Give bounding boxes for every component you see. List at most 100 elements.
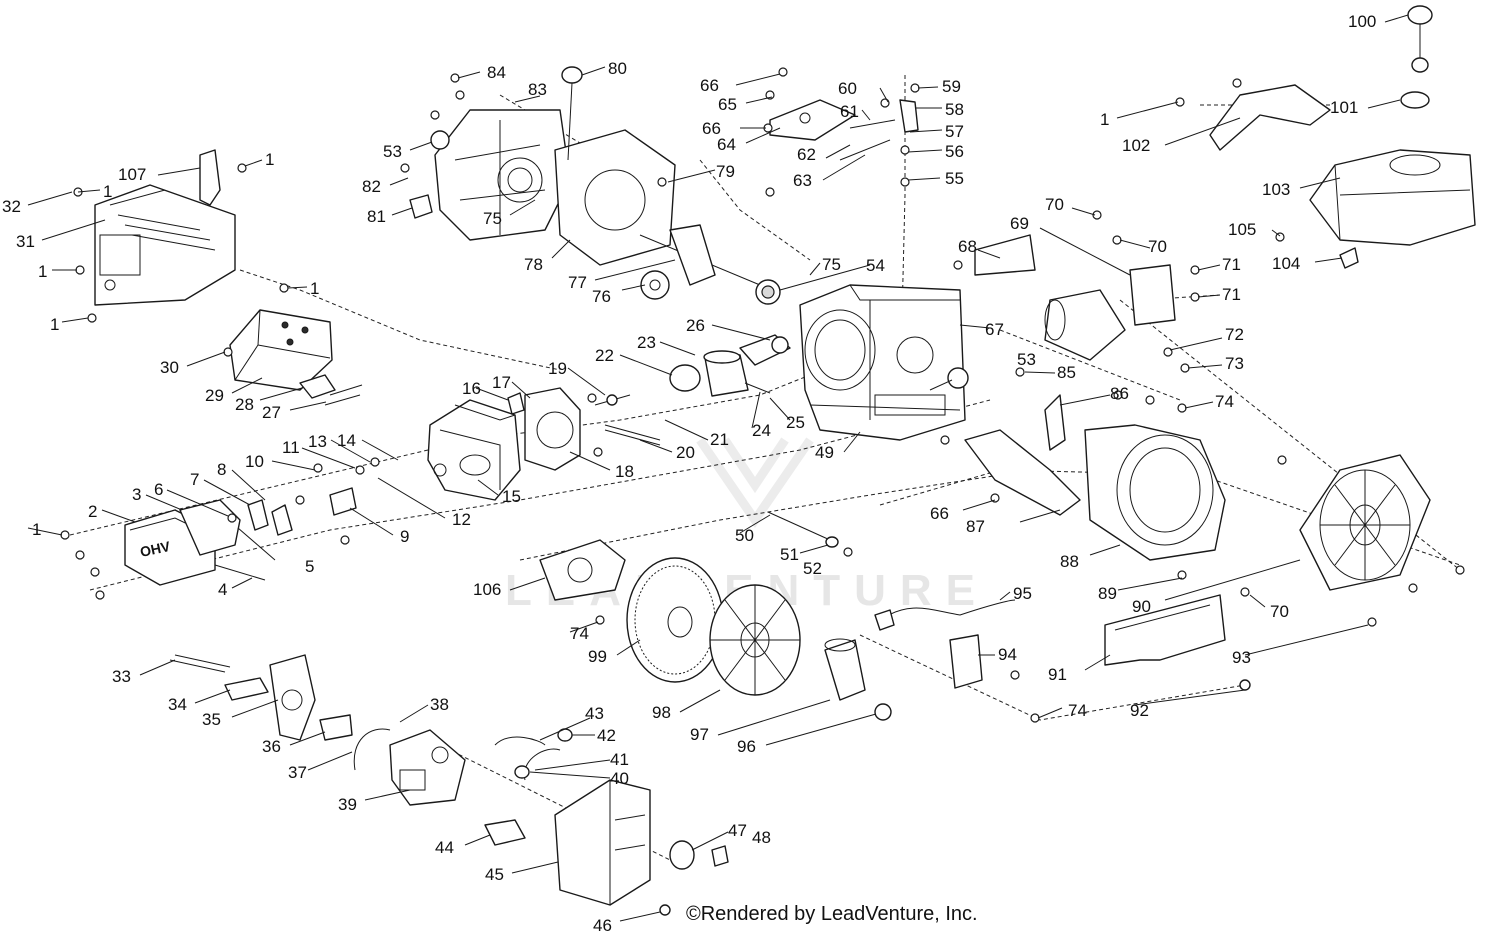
callout-69: 69 [1010, 214, 1029, 233]
callout-33: 33 [112, 667, 131, 686]
callout-64: 64 [717, 135, 736, 154]
part-33-studs [169, 654, 231, 673]
callout-89: 89 [1098, 584, 1117, 603]
callout-22: 22 [595, 346, 614, 365]
callout-15: 15 [502, 487, 521, 506]
callout-88: 88 [1060, 552, 1079, 571]
callout-99: 99 [588, 647, 607, 666]
callout-87: 87 [966, 517, 985, 536]
callout-59: 59 [942, 77, 961, 96]
leader-lines [27, 14, 1409, 922]
part-54-bearing [755, 279, 781, 305]
part-44-gasket [484, 819, 526, 846]
callout-74: 74 [1215, 392, 1234, 411]
callout-50: 50 [735, 526, 754, 545]
part-107-bracket [199, 149, 221, 206]
callout-34: 34 [168, 695, 187, 714]
callout-70: 70 [1045, 195, 1064, 214]
callout-37: 37 [288, 763, 307, 782]
part-3-valve-cover-gasket [179, 499, 241, 556]
callout-83: 83 [528, 80, 547, 99]
callout-92: 92 [1130, 701, 1149, 720]
callout-5: 5 [305, 557, 314, 576]
callout-13: 13 [308, 432, 327, 451]
part-100-fuel-cap [1407, 5, 1433, 73]
callout-75: 75 [822, 255, 841, 274]
callout-49: 49 [815, 443, 834, 462]
callout-103: 103 [1262, 180, 1290, 199]
callout-36: 36 [262, 737, 281, 756]
part-62-linkage [839, 139, 891, 161]
callout-25: 25 [786, 413, 805, 432]
callout-1: 1 [32, 520, 41, 539]
callout-81: 81 [367, 207, 386, 226]
part-27-studs [324, 384, 363, 406]
part-61-rod [849, 119, 896, 129]
part-19-valves [594, 394, 631, 406]
callout-65: 65 [718, 95, 737, 114]
callout-26: 26 [686, 316, 705, 335]
part-103-fuel-tank [1309, 149, 1476, 246]
part-53-oil-seal [430, 130, 969, 389]
callout-75: 75 [483, 209, 502, 228]
callout-32: 32 [2, 197, 21, 216]
part-39-carburetor [389, 729, 466, 806]
callout-7: 7 [190, 470, 199, 489]
callout-1: 1 [265, 150, 274, 169]
part-41-hose [523, 748, 561, 781]
callout-100: 100 [1348, 12, 1376, 31]
part-43-breather-hose [494, 736, 546, 746]
callout-31: 31 [16, 232, 35, 251]
part-95-wire [874, 599, 1016, 631]
callout-30: 30 [160, 358, 179, 377]
callout-38: 38 [430, 695, 449, 714]
callout-16: 16 [462, 379, 481, 398]
callout-93: 93 [1232, 648, 1251, 667]
part-58-lever [899, 99, 919, 133]
part-86-bracket [1044, 394, 1066, 451]
callout-6: 6 [154, 480, 163, 499]
part-104-fuel-valve [1339, 247, 1359, 269]
part-29-muffler [229, 309, 333, 391]
part-35-insulator [269, 654, 316, 741]
callout-39: 39 [338, 795, 357, 814]
callout-66: 66 [700, 76, 719, 95]
callout-79: 79 [716, 162, 735, 181]
part-78-cover-gasket [554, 129, 676, 266]
part-96-nut [874, 703, 892, 721]
valve-cover-marking: OHV [139, 538, 173, 560]
part-20-valve-stems [604, 424, 661, 446]
callout-84: 84 [487, 63, 506, 82]
callout-54: 54 [866, 256, 885, 275]
callout-43: 43 [585, 704, 604, 723]
callout-20: 20 [676, 443, 695, 462]
callout-2: 2 [88, 502, 97, 521]
callout-106: 106 [473, 580, 501, 599]
callout-46: 46 [593, 916, 612, 935]
callout-101: 101 [1330, 98, 1358, 117]
callout-71: 71 [1222, 285, 1241, 304]
callout-labels: 1 1 1 1 1 1 1 2 3 4 5 6 7 8 9 10 11 12 1… [2, 12, 1376, 935]
callout-1: 1 [1100, 110, 1109, 129]
part-23-piston [703, 350, 749, 397]
part-75-crankcase-cover [434, 109, 571, 241]
part-34-gasket [224, 677, 269, 701]
callout-91: 91 [1048, 665, 1067, 684]
callout-10: 10 [245, 452, 264, 471]
callout-96: 96 [737, 737, 756, 756]
callout-90: 90 [1132, 597, 1151, 616]
callout-102: 102 [1122, 136, 1150, 155]
part-99-flywheel [626, 557, 724, 683]
callout-68: 68 [958, 237, 977, 256]
callout-94: 94 [998, 645, 1017, 664]
callout-19: 19 [548, 359, 567, 378]
callout-3: 3 [132, 485, 141, 504]
callout-51: 51 [780, 545, 799, 564]
callout-60: 60 [838, 79, 857, 98]
part-91-cover-plate [1104, 594, 1226, 666]
callout-17: 17 [492, 373, 511, 392]
callout-71: 71 [1222, 255, 1241, 274]
part-106-charge-plate [539, 539, 626, 601]
callout-42: 42 [597, 726, 616, 745]
